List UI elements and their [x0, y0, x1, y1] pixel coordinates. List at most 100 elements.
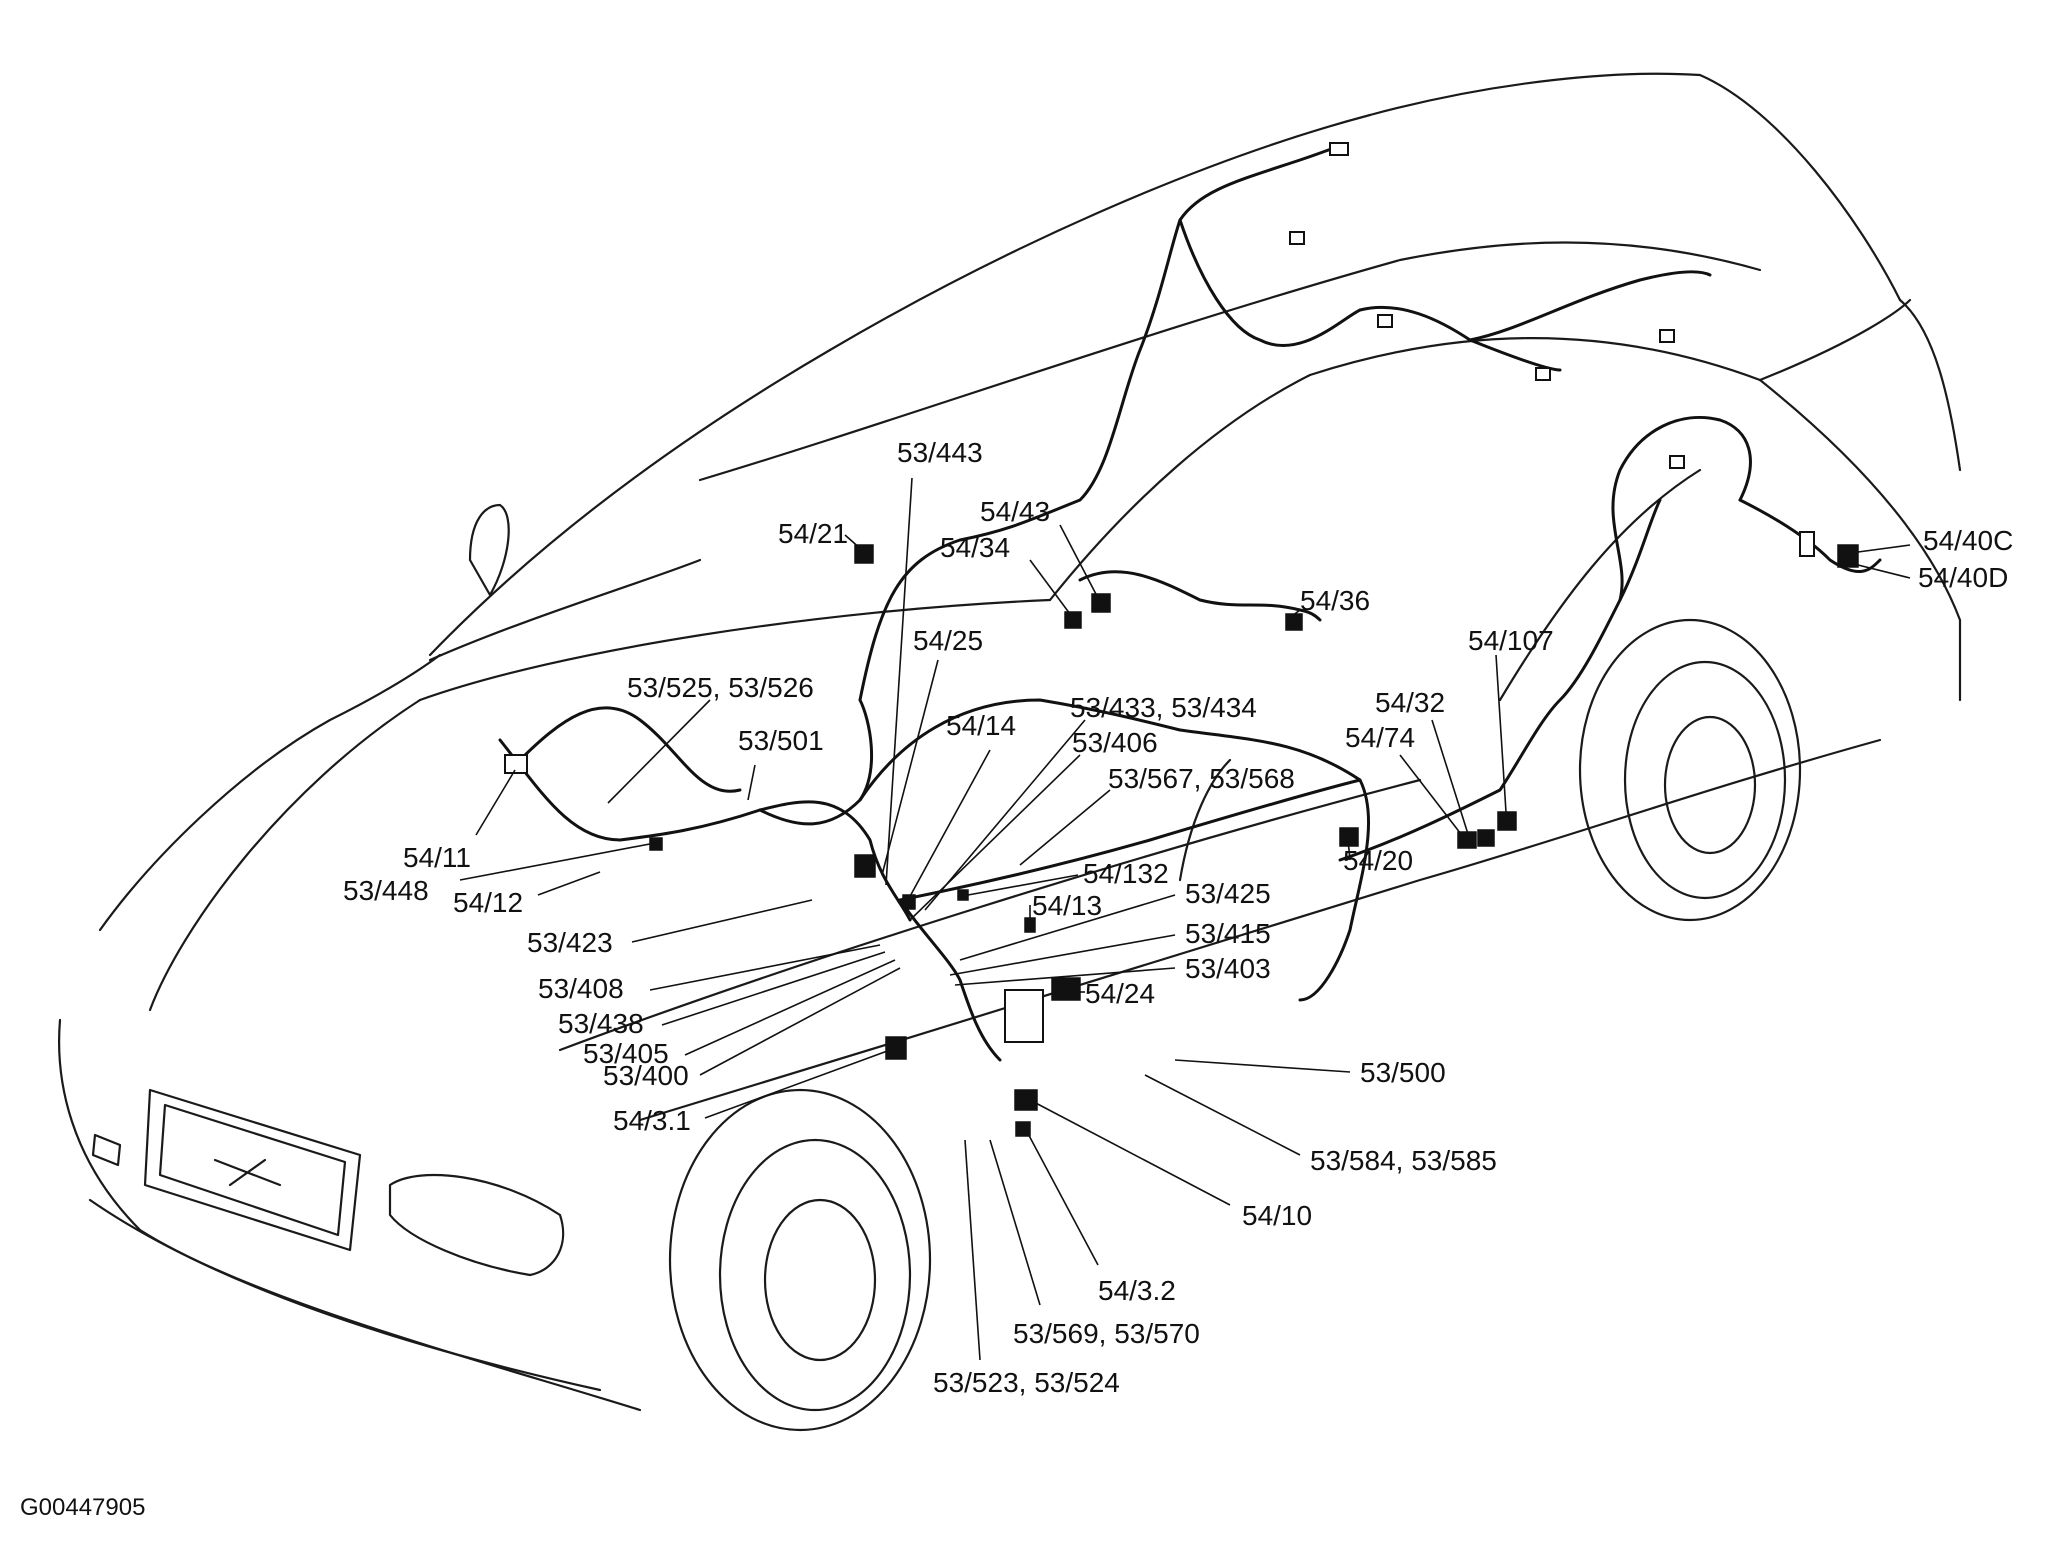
connector-c-pillar [1669, 455, 1685, 469]
leader-53-433 [924, 719, 1086, 911]
rear-wheel [1623, 660, 1787, 900]
connector-54-132 [957, 889, 969, 901]
leader-53-438 [661, 951, 886, 1026]
leader-53-584 [1144, 1074, 1301, 1156]
leader-53-500 [1174, 1059, 1351, 1073]
harness-a-pillar [858, 218, 1182, 702]
harness-trunk [1738, 498, 1882, 574]
callout-54-12: 54/12 [453, 887, 523, 918]
grille-frame [143, 1088, 362, 1252]
connector-54-10 [1014, 1089, 1038, 1111]
callout-labels: 53/443 54/21 54/43 54/34 54/36 54/40C 54… [20, 437, 2013, 1521]
callout-54-20: 54/20 [1343, 845, 1413, 876]
callout-53-423: 53/423 [527, 927, 613, 958]
hood-crease [148, 698, 422, 1012]
rear-deck [1898, 298, 1962, 472]
callout-54-132: 54/132 [1083, 858, 1169, 889]
leader-53-567 [1019, 789, 1111, 866]
callout-54-25: 54/25 [913, 625, 983, 656]
car-body-outline [58, 72, 1962, 1432]
leader-53-448 [459, 842, 656, 881]
callout-54-11: 54/11 [403, 842, 471, 873]
roof-line [698, 241, 1762, 482]
harness-c-pillar [1611, 415, 1752, 602]
connector-54-21 [854, 544, 874, 564]
callout-54-40c: 54/40C [1923, 525, 2013, 556]
leader-53-525 [607, 699, 711, 804]
callout-53-433: 53/433, 53/434 [1070, 692, 1257, 723]
callout-54-10: 54/10 [1242, 1200, 1312, 1231]
leader-54-25 [881, 659, 939, 876]
leader-54-11 [475, 769, 516, 836]
callout-53-415: 53/415 [1185, 918, 1271, 949]
callout-53-403: 53/403 [1185, 953, 1271, 984]
harness-engine-bay [498, 738, 912, 922]
leader-lines [459, 477, 1911, 1361]
callout-54-3-1: 54/3.1 [613, 1105, 691, 1136]
front-wheel [718, 1138, 912, 1412]
leader-54-36 [1291, 609, 1301, 617]
grille-inner [158, 1103, 347, 1237]
leader-54-3-2 [1024, 1127, 1099, 1266]
rear-quarter [1758, 378, 1962, 702]
leader-54-10 [1029, 1099, 1231, 1206]
leader-54-3-1 [704, 1049, 891, 1119]
callout-53-405: 53/405 [583, 1038, 669, 1069]
connector-roof-1 [1289, 231, 1305, 245]
bumper-lower [88, 1198, 602, 1392]
wiring-harness [498, 143, 1882, 1062]
callout-53-569: 53/569, 53/570 [1013, 1318, 1200, 1349]
callout-53-525: 53/525, 53/526 [627, 672, 814, 703]
leader-54-34 [1029, 559, 1071, 615]
leader-53-415 [949, 934, 1176, 976]
connector-53-501 [854, 854, 876, 878]
front-bumper [58, 1018, 642, 1412]
connectors [504, 142, 1859, 1137]
side-upper-line [558, 778, 1422, 1052]
harness-roof-rear [1468, 270, 1712, 342]
leader-53-523 [964, 1139, 981, 1361]
callout-53-438: 53/438 [558, 1008, 644, 1039]
leader-53-501 [747, 764, 756, 801]
rear-wheel-arch [1578, 618, 1802, 922]
leader-53-406 [909, 754, 1081, 921]
leader-54-132 [967, 874, 1079, 896]
callout-53-523: 53/523, 53/524 [933, 1367, 1120, 1398]
connector-54-24 [1051, 977, 1081, 1001]
connector-roof-3 [1535, 367, 1551, 381]
harness-junction [898, 898, 1002, 1062]
connector-54-14 [902, 894, 916, 910]
leader-53-405 [684, 959, 896, 1056]
callout-53-425: 53/425 [1185, 878, 1271, 909]
harness-engine-left [518, 706, 742, 793]
harness-roof [1178, 143, 1347, 222]
harness-lower-cabin [898, 778, 1362, 902]
harness-floor [1178, 728, 1371, 1002]
connector-54-36 [1285, 613, 1303, 631]
leader-54-21 [844, 534, 863, 551]
callout-53-408: 53/408 [538, 973, 624, 1004]
callout-54-74: 54/74 [1345, 722, 1415, 753]
leader-53-569 [989, 1139, 1041, 1306]
leader-53-403 [954, 967, 1176, 986]
callout-54-32: 54/32 [1375, 687, 1445, 718]
leader-54-40c [1857, 544, 1911, 553]
side-sill [638, 738, 1882, 1122]
connector-54-43 [1091, 593, 1111, 613]
connector-54-34 [1064, 611, 1082, 629]
door-line [1178, 758, 1232, 882]
windshield-right-pillar [1048, 373, 1312, 602]
callout-54-24: 54/24 [1085, 978, 1155, 1009]
callout-53-400: 53/400 [603, 1060, 689, 1091]
leader-53-423 [631, 899, 813, 943]
figure-id: G00447905 [20, 1494, 145, 1521]
leader-54-12 [537, 871, 601, 896]
connector-54-11 [504, 754, 528, 774]
connector-roof-4 [1659, 329, 1675, 343]
harness-roof-console [1178, 218, 1562, 372]
callout-54-36: 54/36 [1300, 585, 1370, 616]
connector-54-107 [1497, 811, 1517, 831]
windshield-left-pillar [428, 348, 832, 657]
callout-54-14: 54/14 [946, 710, 1016, 741]
